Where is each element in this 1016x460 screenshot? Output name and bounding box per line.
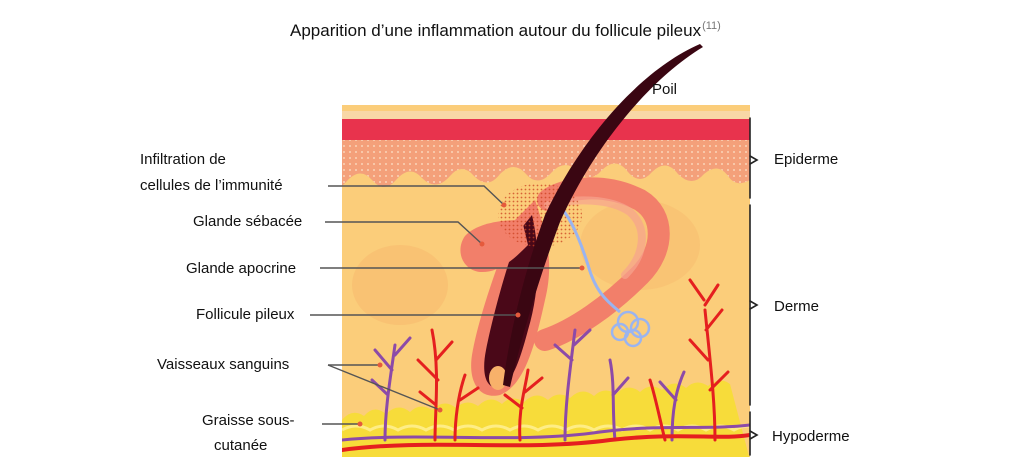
layer-brackets [749,117,759,456]
label-infiltration-line1: Infiltration de [140,151,226,168]
leader-dots [357,202,585,427]
layer-label-hypoderme: Hypoderme [772,428,850,445]
label-graisse-line2: cutanée [214,437,268,454]
diagram-title: Apparition d’une inflammation autour du … [290,14,721,43]
leader-lines [310,185,582,425]
label-poil: Poil [652,81,678,98]
layer-label-derme: Derme [774,298,820,315]
title-reference: (11) [702,20,721,32]
epidermis-dots [342,128,750,187]
veins [342,328,750,442]
sweat-duct [556,203,621,314]
arteries [342,278,750,452]
label-follicule-pileux: Follicule pileux [196,306,295,323]
label-vaisseaux-sanguins: Vaisseaux sanguins [157,356,290,373]
label-glande-sebacee: Glande sébacée [193,213,303,230]
label-infiltration-line2: cellules de l’immunité [140,177,283,194]
label-glande-apocrine: Glande apocrine [186,260,297,277]
dermis-blob [352,245,448,325]
label-graisse-line1: Graisse sous- [202,412,295,429]
layer-label-epiderme: Epiderme [774,151,839,168]
stratum-corneum [342,118,750,140]
hair-bulb [489,366,507,390]
title-text: Apparition d’une inflammation autour du … [290,21,702,40]
apocrine-gland [534,177,670,351]
sweat-gland-coil [610,310,651,348]
follicle-dark [484,215,538,388]
skin-surface [342,111,750,119]
